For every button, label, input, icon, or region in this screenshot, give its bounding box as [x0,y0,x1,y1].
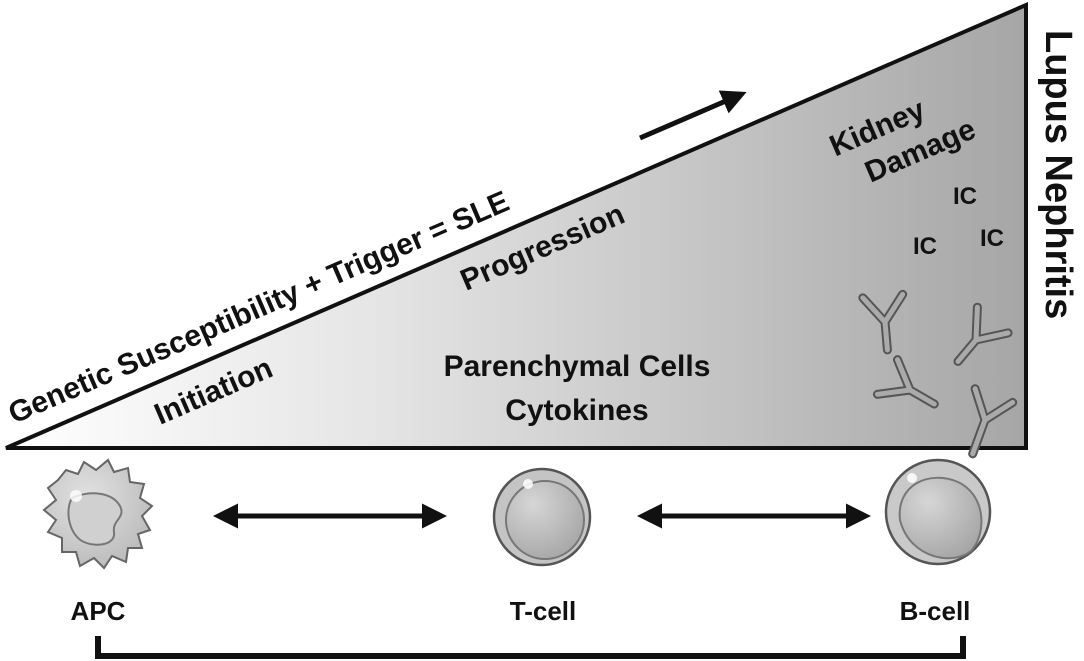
b-cell-icon [884,458,992,566]
antibody-icon [968,384,1018,459]
outcome-label: Lupus Nephritis [1037,30,1079,319]
immune-complex-label: IC [980,225,1004,252]
center-text-line1: Parenchymal Cells [444,350,711,383]
cells-bracket [95,636,966,659]
apc-label: APC [71,596,126,626]
b-cell-label: B-cell [900,596,971,626]
t-cell-icon [492,467,592,567]
antibody-icon [872,355,939,409]
apc-cell-icon [42,458,154,570]
center-text-line2: Cytokines [505,394,648,427]
immune-complex-label: IC [913,233,937,260]
antibody-icon [953,302,1013,366]
progression-wedge [5,1,1028,450]
antibody-icon [858,289,908,355]
t-cell-label: T-cell [510,596,576,626]
immune-complex-label: IC [953,183,977,210]
direction-arrow [639,90,747,141]
